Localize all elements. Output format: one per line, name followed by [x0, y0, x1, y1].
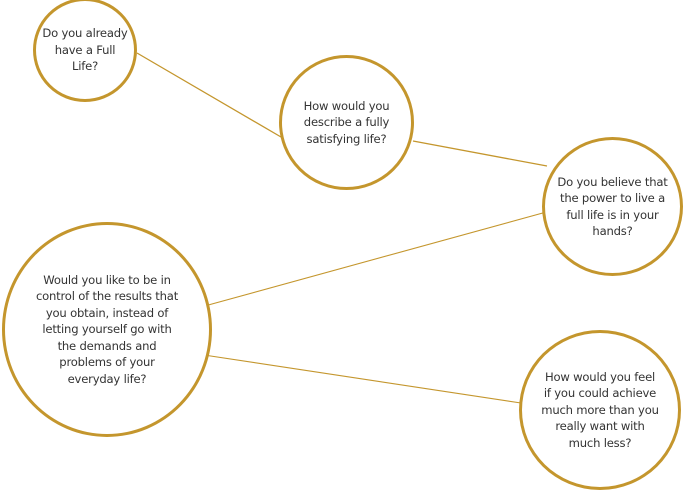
node-describe-text: How would you describe a fully satisfyin…	[303, 98, 390, 146]
node-control-text: Would you like to be in control of the r…	[35, 272, 179, 386]
node-describe: How would you describe a fully satisfyin…	[279, 55, 414, 190]
node-control: Would you like to be in control of the r…	[2, 222, 212, 437]
node-full-life-text: Do you already have a Full Life?	[42, 26, 128, 74]
node-power: Do you believe that the power to live a …	[542, 137, 683, 276]
node-power-text: Do you believe that the power to live a …	[557, 174, 668, 239]
link-control-power	[200, 210, 551, 308]
link-describe-power	[412, 140, 548, 167]
link-full-life-describe	[136, 52, 282, 138]
node-achieve: How would you feel if you could achieve …	[519, 330, 681, 490]
node-achieve-text: How would you feel if you could achieve …	[541, 369, 659, 450]
link-control-achieve	[203, 354, 522, 404]
node-full-life: Do you already have a Full Life?	[33, 0, 137, 102]
